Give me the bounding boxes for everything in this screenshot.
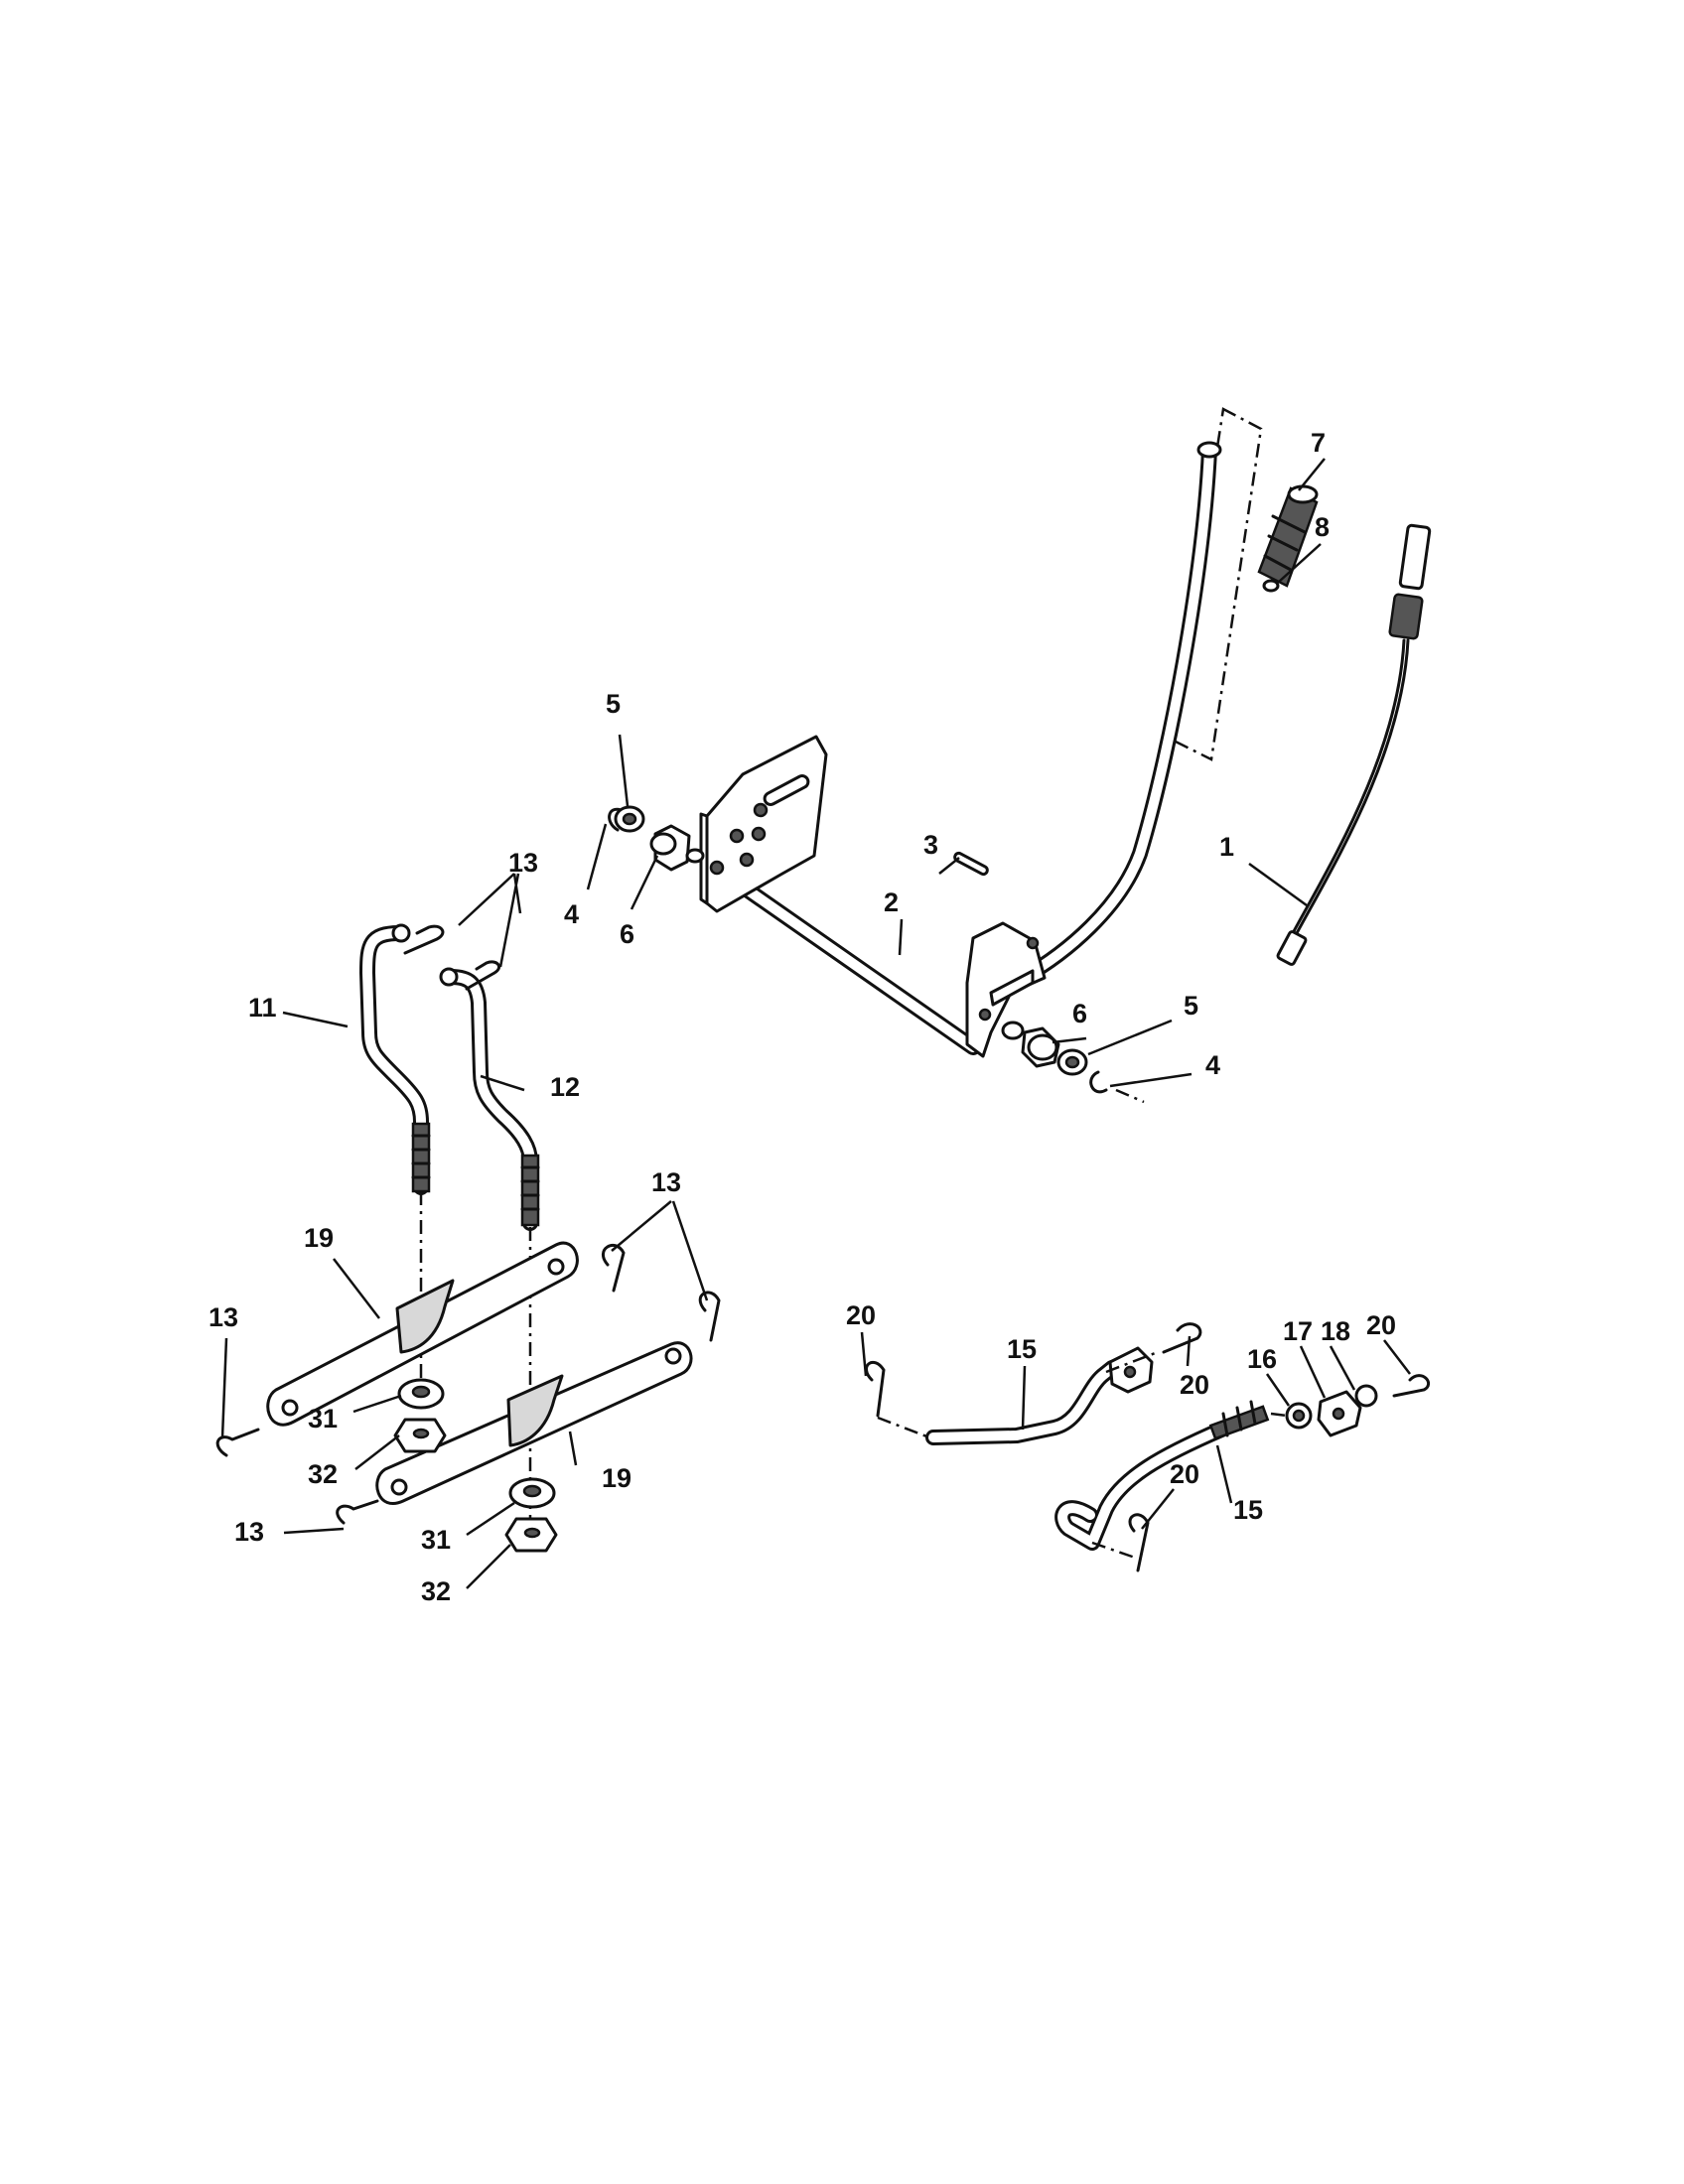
callout-16: 16 (1247, 1344, 1277, 1374)
callout-4-right: 4 (1205, 1050, 1220, 1080)
part-2-shaft (709, 861, 981, 1055)
callout-3: 3 (923, 830, 938, 860)
part-7-grip (1257, 484, 1319, 588)
callout-19-upper: 19 (304, 1223, 334, 1253)
pivot-bracket (965, 921, 1047, 1058)
callout-19-lower: 19 (602, 1463, 632, 1493)
callout-18: 18 (1321, 1316, 1350, 1346)
callout-5-right: 5 (1184, 991, 1198, 1021)
lift-handle (1015, 441, 1222, 986)
part-1-cable (1276, 523, 1432, 966)
callout-13-top: 13 (508, 848, 538, 878)
callout-31-lower: 31 (421, 1525, 451, 1555)
callout-17: 17 (1283, 1316, 1313, 1346)
part-11-link (359, 923, 431, 1195)
axis-line-15b (1105, 1350, 1159, 1374)
part-12-link (439, 967, 540, 1231)
right-axis-line (1115, 1088, 1145, 1104)
callout-32-upper: 32 (308, 1459, 338, 1489)
part-31-32-lower (504, 1477, 558, 1553)
callout-5-left: 5 (606, 689, 621, 719)
leader-lines (220, 458, 1411, 1589)
callout-13-right: 13 (651, 1167, 681, 1197)
part-8-ring (1262, 579, 1280, 593)
left-hardware (608, 805, 705, 872)
callout-13-bottom: 13 (234, 1517, 264, 1547)
callout-15-lower: 15 (1233, 1495, 1263, 1525)
callout-20-bottom: 20 (1170, 1459, 1199, 1489)
callout-6-left: 6 (620, 919, 634, 949)
callout-4-left: 4 (564, 899, 579, 929)
right-hardware (1001, 1021, 1108, 1094)
callout-31-upper: 31 (308, 1404, 338, 1433)
axis-line-15d (1270, 1412, 1288, 1418)
callout-6-right: 6 (1072, 999, 1087, 1028)
callout-1: 1 (1219, 832, 1234, 862)
callout-labels: 7 8 1 2 3 5 4 6 6 5 4 13 11 12 13 19 13 … (209, 428, 1396, 1606)
axis-line-15c (1091, 1541, 1139, 1561)
part-31-32-upper (393, 1378, 447, 1453)
axis-line-15a (877, 1416, 930, 1439)
part-3-pin (953, 851, 989, 877)
part-19-arm-upper (266, 1241, 579, 1427)
part-15-rod-lower (1054, 1400, 1270, 1551)
callout-15-upper: 15 (1007, 1334, 1037, 1364)
mounting-plate (699, 735, 828, 913)
callout-2: 2 (884, 887, 899, 917)
callout-8: 8 (1315, 512, 1330, 542)
part-13-clips-top (403, 924, 500, 991)
callout-13-left: 13 (209, 1302, 238, 1332)
callout-7: 7 (1311, 428, 1326, 458)
parts-16-17-18 (1285, 1384, 1378, 1437)
grip-outline (1170, 407, 1263, 761)
callout-11: 11 (248, 993, 277, 1023)
callout-12: 12 (550, 1072, 580, 1102)
callout-20-left: 20 (846, 1300, 876, 1330)
callout-32-lower: 32 (421, 1576, 451, 1606)
part-19-arm-lower (375, 1341, 693, 1505)
callout-20-right: 20 (1366, 1310, 1396, 1340)
callout-20-mid: 20 (1180, 1370, 1209, 1400)
part-15-rod-upper (925, 1346, 1154, 1445)
